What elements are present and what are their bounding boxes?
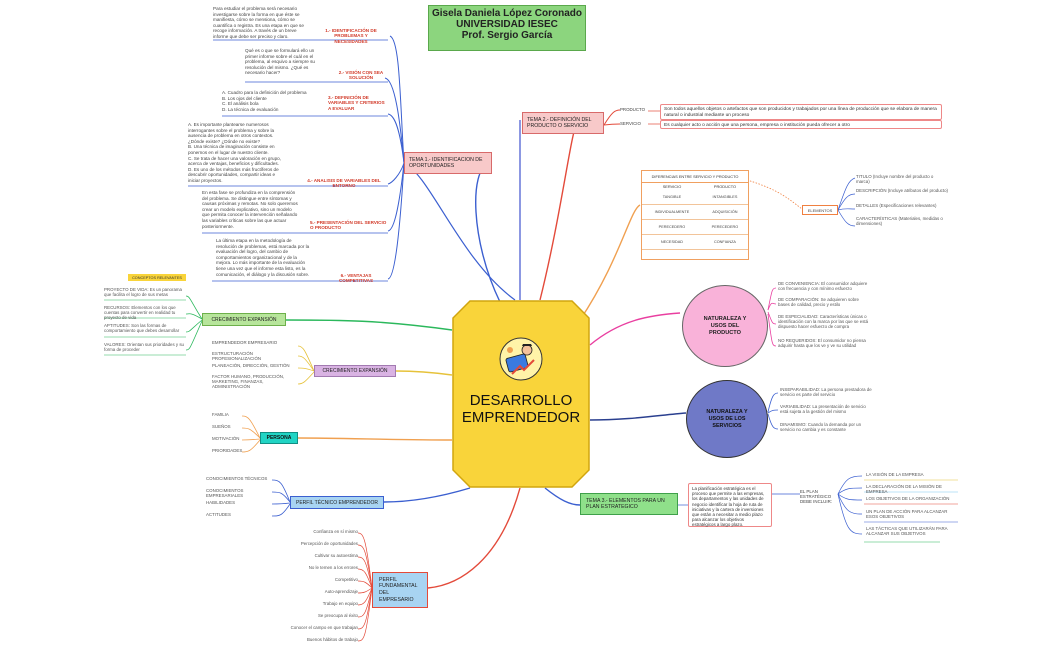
perfil-fundamental-list: Confianza en sí mismo Percepción de opor… xyxy=(284,529,358,642)
producto-definition: Son todos aquellos objetos o artefactos … xyxy=(660,104,942,120)
list-item: No le temen a los errores xyxy=(308,565,358,570)
producto-tag: PRODUCTO xyxy=(620,107,646,112)
central-octagon xyxy=(452,300,590,488)
elementos-list: TITULO (Incluye nombre del producto o ma… xyxy=(856,174,948,226)
perfil-fundamental-node[interactable]: PERFIL FUNDAMENTAL DEL EMPRESARIO xyxy=(372,572,428,608)
diferencias-table: DIFERENCIAS ENTRE SERVICIO Y PRODUCTO SE… xyxy=(641,170,749,260)
tema1-item3-text: A. Cuadro para la definición del problem… xyxy=(222,90,307,112)
list-item: DE ESPECIALIDAD: Características únicas … xyxy=(778,314,869,329)
naturaleza-producto-list: DE CONVENIENCIA: El consumidor adquiere … xyxy=(778,281,870,348)
tema3-node[interactable]: TEMA 3.- ELEMENTOS PARA UN PLAN ESTRATEG… xyxy=(580,493,678,515)
tema1-item5-text: En esta fase se profundiza en la compren… xyxy=(202,190,298,229)
list-item: EMPRENDEDOR EMPRESARIO xyxy=(212,340,278,345)
list-item: VARIABILIDAD: La presentación de servici… xyxy=(780,404,866,414)
list-item: Conocer el campo en que trabajan xyxy=(290,625,358,630)
central-label: DESARROLLO EMPRENDEDOR xyxy=(461,392,581,426)
list-item: SUEÑOS xyxy=(212,424,231,429)
list-item: LOS OBJETIVOS DE LA ORGANIZACIÓN xyxy=(866,496,950,501)
servicio-definition: Es cualquier acto o acción que una perso… xyxy=(660,120,942,129)
tema1-item2-text: Qué es o que se formulará ello un primer… xyxy=(245,48,315,76)
servicio-tag: SERVICIO xyxy=(620,121,641,126)
list-item: VALORES: Orientan sus prioridades y su f… xyxy=(104,342,184,352)
crecimiento1-node[interactable]: CRECIMIENTO EXPANSIÓN xyxy=(202,313,286,326)
naturaleza-servicios-list: INSEPARABILIDAD: La persona prestadora d… xyxy=(780,387,872,432)
persona-list: FAMILIA SUEÑOS MOTIVACIÓN PRIORIDADES xyxy=(212,412,248,453)
central-topic[interactable]: DESARROLLO EMPRENDEDOR xyxy=(452,300,590,488)
tema3-definition: La planificación estratégica es el proce… xyxy=(688,483,772,527)
elementos-node[interactable]: ELEMENTOS xyxy=(802,205,838,215)
list-item: Percepción de oportunidades xyxy=(300,541,358,546)
list-item: NO REQUERIDOS: El consumidor no piensa a… xyxy=(778,338,866,348)
list-item: RECURSOS: Elementos con los que cuentas … xyxy=(104,305,176,320)
perfil-tecnico-node[interactable]: PERFIL TÉCNICO EMPRENDEDOR xyxy=(290,496,384,509)
list-item: Cultivar su autoestima xyxy=(314,553,358,558)
tema1-item6-text: La última etapa en la metodología de res… xyxy=(216,238,310,277)
list-item: DE COMPARACIÓN: Se adquieren sobre bases… xyxy=(778,297,859,307)
col-producto: PRODUCTO xyxy=(713,184,737,189)
list-item: PRIORIDADES xyxy=(212,448,243,453)
tema1-item2-heading: 2.- VISIÓN CON SEA SOLUCIÓN xyxy=(338,70,384,81)
col-servicio: SERVICIO xyxy=(662,184,682,189)
list-item: Competitivo xyxy=(334,577,358,582)
plan-incluir: EL PLAN ESTRATÉGICO DEBE INCLUIR: xyxy=(800,489,832,504)
entrepreneur-icon xyxy=(499,337,543,381)
list-item: MOTIVACIÓN xyxy=(212,436,240,441)
tema1-item1-heading: 1.- IDENTIFICACIÓN DE PROBLEMAS Y NECESI… xyxy=(325,28,377,44)
tema1-item5-heading: 5.- PRESENTACIÓN DEL SERVICIO O PRODUCTO xyxy=(310,220,387,231)
list-item: Trabajo en equipo xyxy=(322,601,358,606)
list-item: INSEPARABILIDAD: La persona prestadora d… xyxy=(780,387,872,397)
list-item: DETALLES (Especificaciones relevantes) xyxy=(856,203,937,208)
list-item: ESTRUCTURACIÓN PROFESIONALIZACIÓN xyxy=(212,351,262,361)
author-name: Gisela Daniela López Coronado xyxy=(431,8,583,19)
list-item: FACTOR HUMANO, PRODUCCIÓN, MARKETING, FI… xyxy=(212,374,285,389)
list-item: LAS TÁCTICAS QUE UTILIZARÁN PARA ALCANZA… xyxy=(866,526,948,536)
conceptos-tag: CONCEPTOS RELEVANTES xyxy=(128,274,186,281)
list-item: Auto-aprendizaje xyxy=(324,589,358,594)
list-item: CONOCIMIENTOS EMPRESARIALES xyxy=(206,488,244,498)
plan-list: LA VISIÓN DE LA EMPRESA LA DECLARACIÓN D… xyxy=(866,472,960,536)
list-item: APTITUDES: Son las formas de comportamie… xyxy=(104,323,180,333)
naturaleza-producto-node[interactable]: NATURALEZA Y USOS DEL PRODUCTO xyxy=(682,285,768,367)
list-item: LA DECLARACIÓN DE LA MISIÓN DE EMPRESA xyxy=(866,484,942,494)
list-item: DE CONVENIENCIA: El consumidor adquiere … xyxy=(778,281,868,291)
tema2-node[interactable]: TEMA 2.- DEFINICIÓN DEL PRODUCTO O SERVI… xyxy=(522,112,604,134)
persona-node[interactable]: PERSONA xyxy=(260,432,298,444)
university-name: UNIVERSIDAD IESEC xyxy=(456,19,558,30)
list-item: LA VISIÓN DE LA EMPRESA xyxy=(866,472,924,477)
list-item: CARACTERÍSTICAS (Materiales, medidas o d… xyxy=(856,216,943,226)
title-box: Gisela Daniela López Coronado UNIVERSIDA… xyxy=(428,5,586,51)
list-item: Buenos hábitos de trabajo xyxy=(306,637,358,642)
list-item: PROYECTO DE VIDA: Es un panorama que fac… xyxy=(104,287,183,297)
crecimiento1-list: PROYECTO DE VIDA: Es un panorama que fac… xyxy=(104,287,188,352)
list-item: FAMILIA xyxy=(212,412,229,417)
perfil-tecnico-list: CONOCIMIENTOS TÉCNICOS CONOCIMIENTOS EMP… xyxy=(206,476,276,517)
tema1-item1-text: Para estudiar el problema será necesario… xyxy=(213,6,304,39)
tema1-node[interactable]: TEMA 1.- IDENTIFICACION DE OPORTUNIDADES xyxy=(404,152,492,174)
list-item: HABILIDADES xyxy=(206,500,236,505)
tema1-item6-heading: 6.- VENTAJAS COMPETITIVAS xyxy=(338,273,374,284)
diferencias-title: DIFERENCIAS ENTRE SERVICIO Y PRODUCTO xyxy=(642,171,748,183)
tema1-item4-text: A. Es importante plantearse numerosos in… xyxy=(188,122,281,183)
list-item: CONOCIMIENTOS TÉCNICOS xyxy=(206,476,268,481)
list-item: PLANEACIÓN, DIRECCIÓN, GESTIÓN xyxy=(212,363,290,368)
list-item: TITULO (Incluye nombre del producto o ma… xyxy=(856,174,934,184)
list-item: ACTITUDES xyxy=(206,512,231,517)
naturaleza-servicios-node[interactable]: NATURALEZA Y USOS DE LOS SERVICIOS xyxy=(686,380,768,458)
list-item: DESCRIPCIÓN (Incluye atributos del produ… xyxy=(856,188,948,193)
list-item: UN PLAN DE ACCIÓN PARA ALCANZAR ESOS OBJ… xyxy=(866,509,948,519)
professor-name: Prof. Sergio García xyxy=(461,30,553,41)
tema1-item3-heading: 3.- DEFINICIÓN DE VARIABLES Y CRITERIOS … xyxy=(328,95,385,111)
list-item: Se preocupa al éxito xyxy=(317,613,358,618)
crecimiento2-node[interactable]: CRECIMIENTO EXPANSIÓN xyxy=(314,365,396,377)
list-item: Confianza en sí mismo xyxy=(313,529,358,534)
crecimiento2-list: EMPRENDEDOR EMPRESARIO ESTRUCTURACIÓN PR… xyxy=(212,340,302,389)
tema1-item4-heading: 4.- ANALISIS DE VARIABLES DEL ENTORNO xyxy=(307,178,381,189)
list-item: DINAMISMO: Cuando la demanda por un serv… xyxy=(780,422,862,432)
